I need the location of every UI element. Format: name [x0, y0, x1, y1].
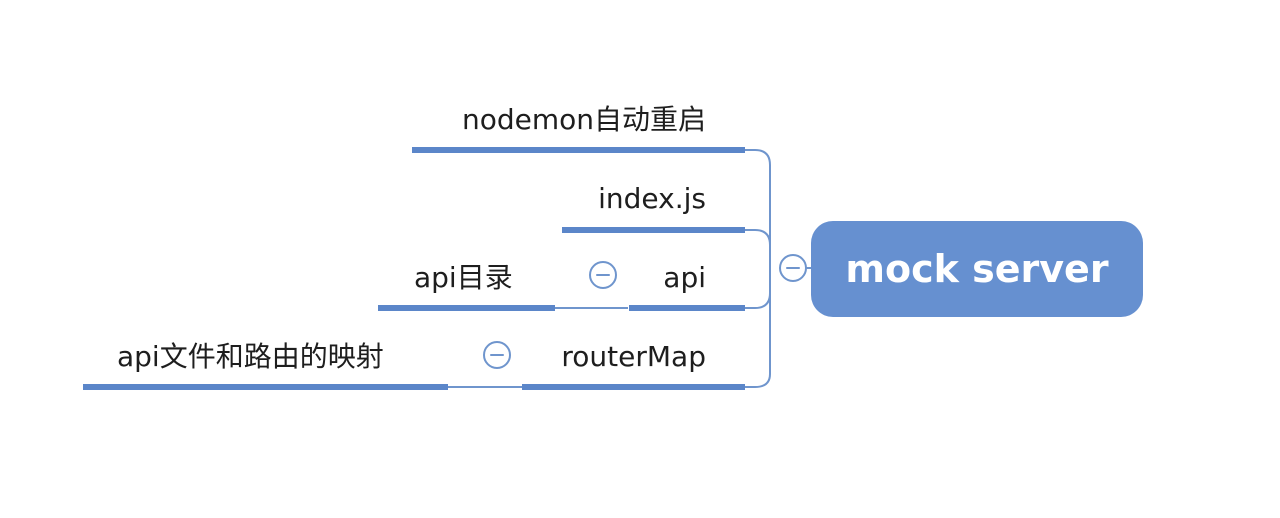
root-node[interactable]: mock server — [811, 221, 1143, 317]
child-bar-api-dir — [378, 305, 555, 311]
collapse-icon[interactable] — [483, 341, 511, 369]
collapse-icon[interactable] — [589, 261, 617, 289]
branch-bar-index — [562, 227, 745, 233]
branch-label-api[interactable]: api — [663, 261, 706, 294]
child-label-api-mapping[interactable]: api文件和路由的映射 — [117, 340, 384, 373]
branch-join-nodemon — [744, 149, 771, 166]
child-label-api-dir[interactable]: api目录 — [414, 261, 513, 294]
branch-bar-api — [629, 305, 745, 311]
branch-join-routermap — [744, 373, 771, 388]
collapse-icon[interactable] — [779, 254, 807, 282]
branch-join-api — [744, 268, 771, 309]
root-label: mock server — [845, 247, 1109, 291]
child-bar-api-mapping — [83, 384, 448, 390]
branch-label-routermap[interactable]: routerMap — [561, 340, 706, 373]
branch-bar-nodemon — [412, 147, 745, 153]
branch-label-index[interactable]: index.js — [598, 182, 706, 215]
branch-join-index — [744, 229, 771, 268]
branch-label-nodemon[interactable]: nodemon自动重启 — [461, 103, 706, 136]
branch-bar-routermap — [522, 384, 745, 390]
